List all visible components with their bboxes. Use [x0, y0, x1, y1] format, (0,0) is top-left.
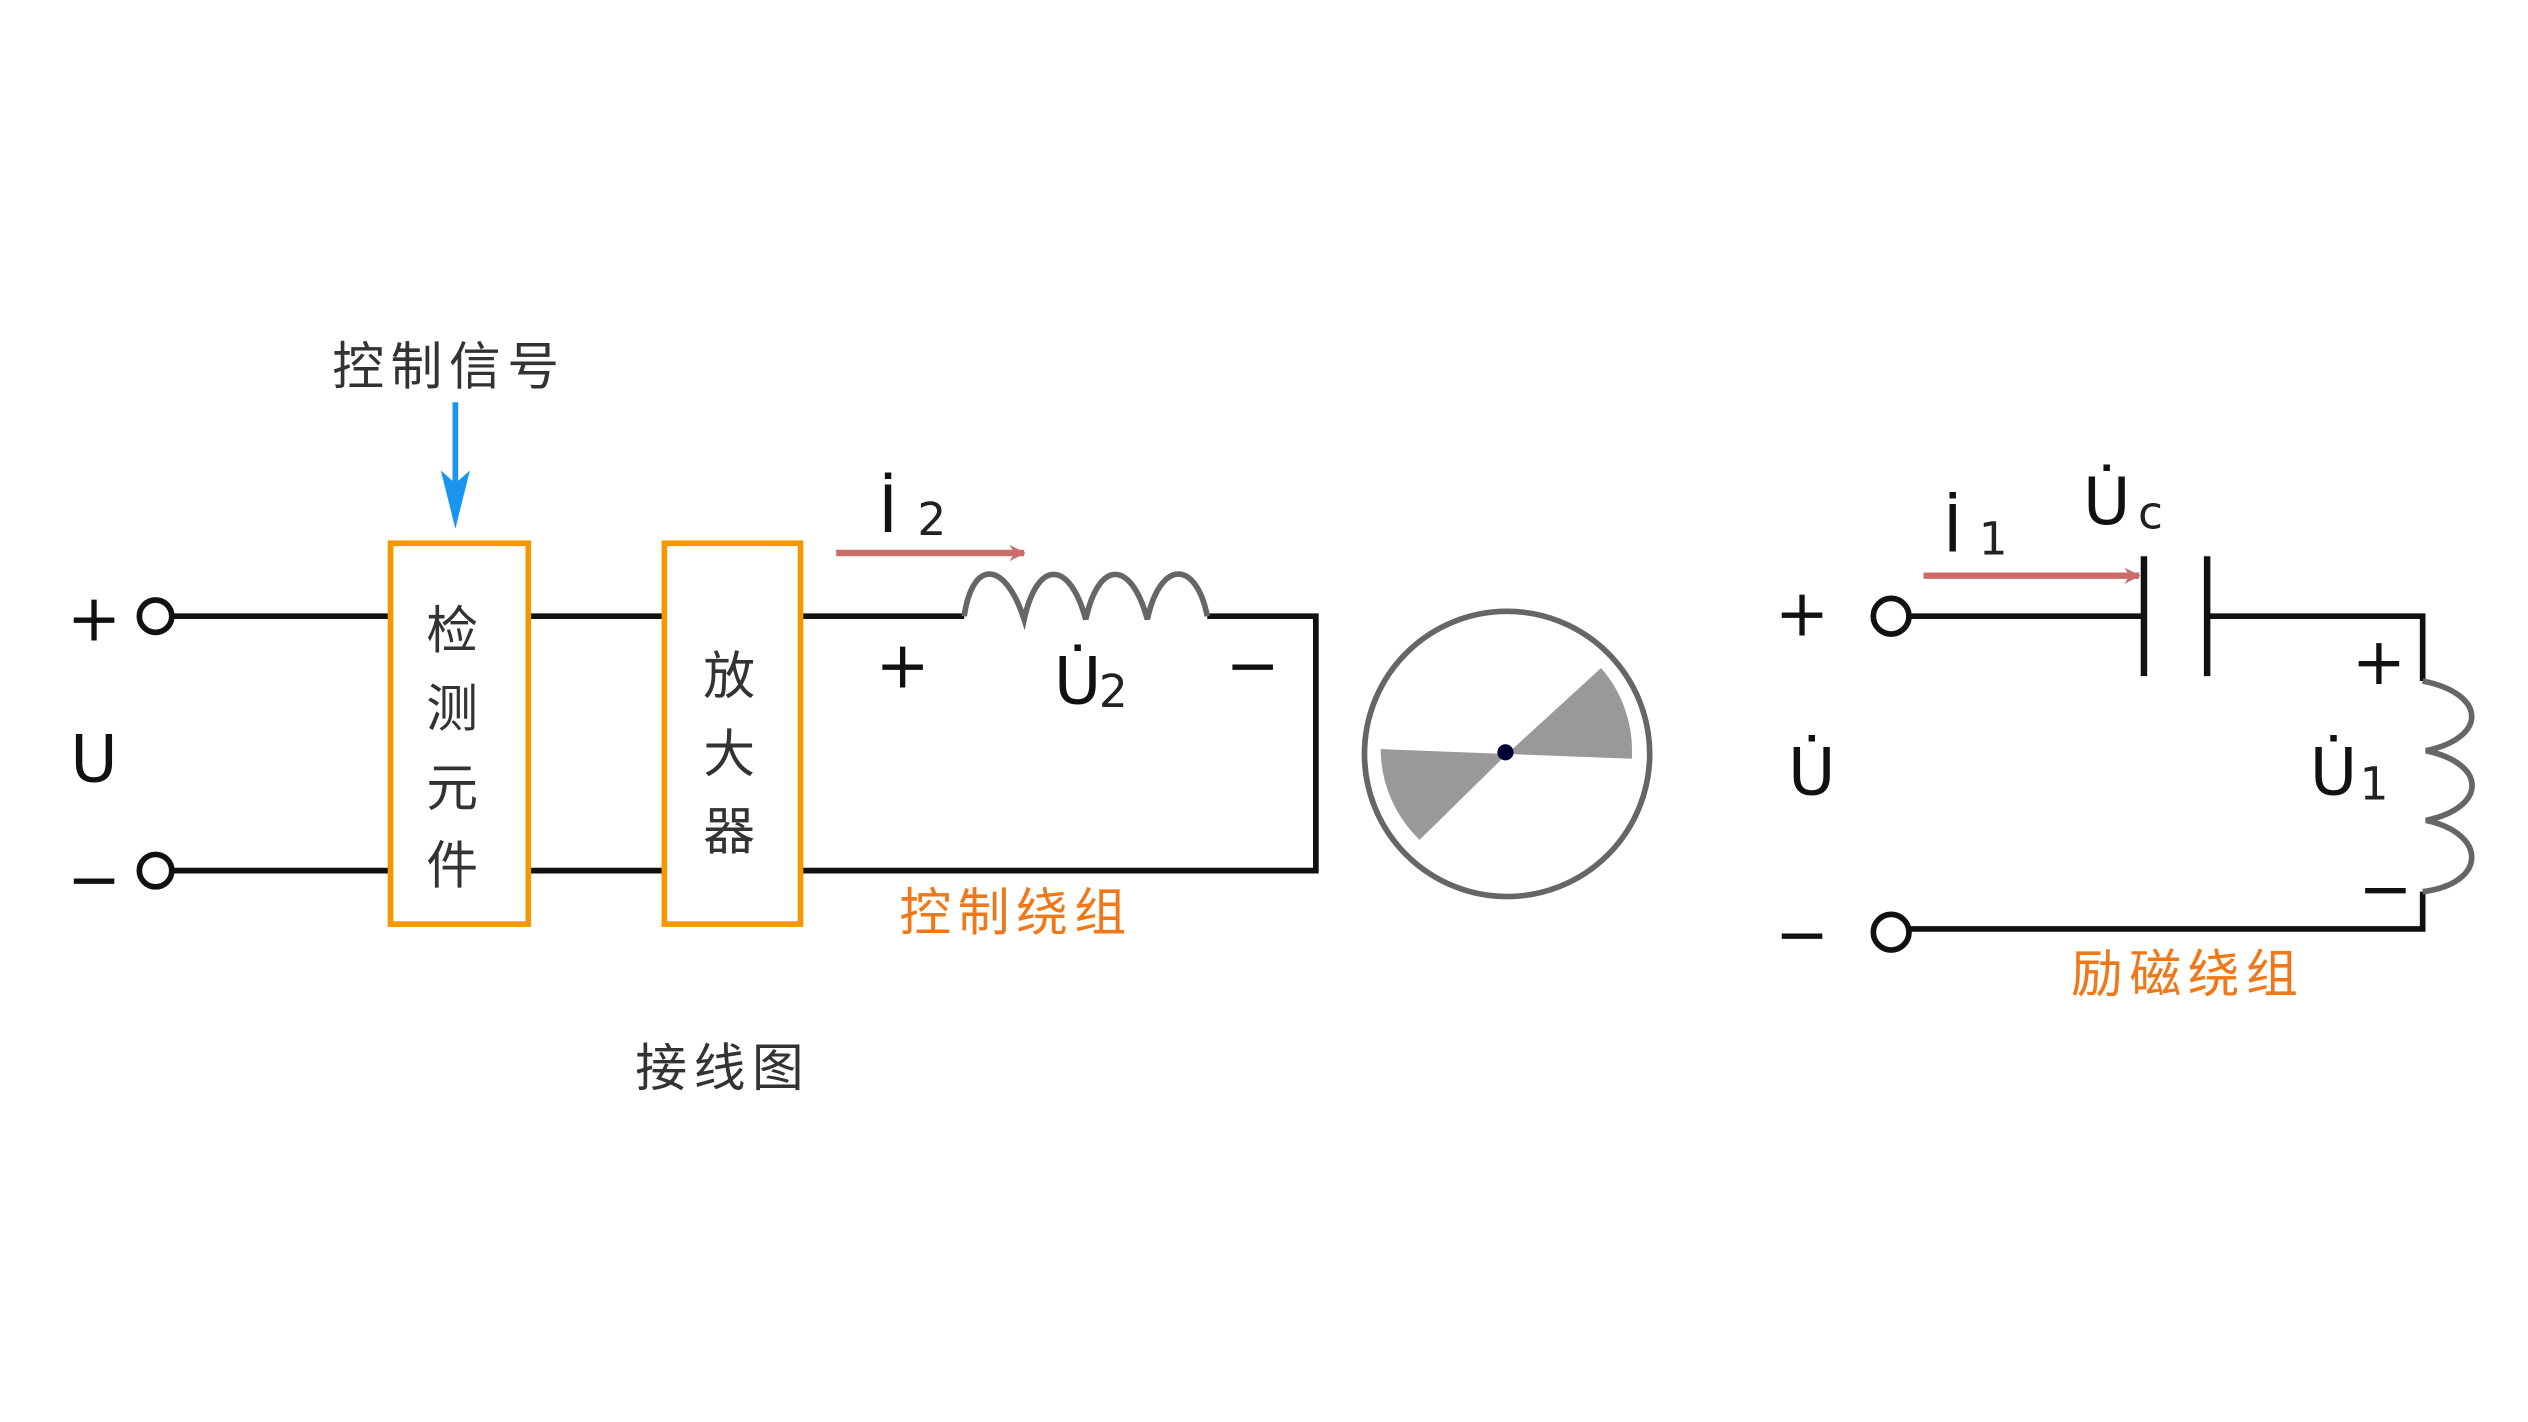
- excitation-wire: [1907, 613, 2426, 932]
- winding-minus-sign: −: [1226, 629, 1280, 704]
- detector-label: 检 测 元 件: [426, 602, 484, 897]
- current-i2-symbol: İ: [878, 473, 897, 548]
- input-plus-sign: +: [67, 582, 121, 657]
- current-i1-symbol: İ: [1943, 492, 1962, 567]
- winding-voltage-u2-subscript: 2: [1099, 665, 1128, 718]
- coil-minus-sign: −: [2358, 852, 2412, 927]
- current-i2-subscript: 2: [917, 493, 946, 546]
- svg-text:器: 器: [703, 803, 761, 863]
- coil-plus-sign: +: [2352, 625, 2406, 700]
- excitation-minus-sign: −: [1775, 898, 1829, 973]
- svg-text:测: 测: [426, 679, 484, 739]
- amplifier-label: 放 大 器: [703, 647, 761, 863]
- input-terminal-top: [136, 597, 175, 636]
- coil-voltage-u1-subscript: 1: [2360, 757, 2389, 810]
- capacitor-voltage-symbol: U̇: [2083, 464, 2130, 540]
- input-terminal-bottom: [136, 851, 175, 890]
- amplifier-box: [661, 540, 804, 927]
- capacitor-voltage-subscript: c: [2138, 487, 2163, 540]
- right-circuit: + U̇ − İ 1 U̇ c + U̇ 1 − 励磁绕组: [1775, 464, 2475, 1005]
- svg-text:件: 件: [426, 837, 484, 897]
- left-circuit: + U − 检 测 元 件 放 大 器 控制信号 İ 2 + U̇ 2 −: [67, 337, 1319, 1099]
- winding-voltage-u2: U̇: [1054, 644, 1101, 720]
- svg-text:元: 元: [426, 759, 484, 819]
- winding-plus-sign: +: [875, 629, 929, 704]
- top-wire: [171, 613, 1319, 874]
- excitation-winding-label: 励磁绕组: [2071, 945, 2304, 1005]
- control-signal-label: 控制信号: [332, 337, 565, 397]
- current-i1-subscript: 1: [1979, 513, 2008, 566]
- coil-voltage-u1: U̇: [2310, 735, 2357, 811]
- rotor-blade-left: [1380, 749, 1508, 840]
- svg-text:检: 检: [426, 602, 484, 662]
- input-voltage-label: U: [70, 722, 117, 797]
- control-signal-arrow: [440, 402, 470, 529]
- control-winding-inductor: [961, 571, 1211, 631]
- excitation-terminal-bottom: [1870, 911, 1912, 953]
- excitation-plus-sign: +: [1775, 577, 1829, 652]
- wiring-diagram-caption: 接线图: [635, 1039, 810, 1099]
- motor-rotor: [1361, 608, 1653, 900]
- detector-box: [387, 540, 532, 927]
- rotor-blade-right: [1507, 668, 1633, 759]
- rotor-shaft: [1497, 744, 1514, 761]
- excitation-voltage-label: U̇: [1788, 735, 1835, 811]
- excitation-terminal-top: [1870, 595, 1912, 637]
- input-minus-sign: −: [67, 842, 121, 917]
- control-winding-label: 控制绕组: [899, 884, 1132, 944]
- svg-text:大: 大: [703, 725, 761, 785]
- svg-text:放: 放: [703, 647, 761, 707]
- excitation-coil: [2422, 678, 2475, 895]
